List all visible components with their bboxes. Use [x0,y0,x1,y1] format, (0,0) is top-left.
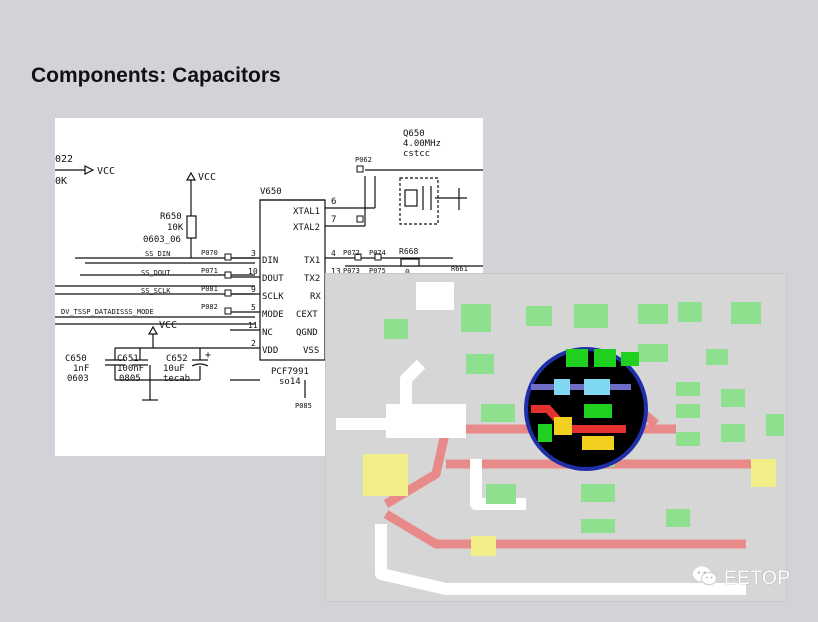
net-ss-din: SS_DIN [145,250,170,258]
pin-num-dout: 10 [248,267,258,276]
pin6: 6 [331,197,336,207]
tp-p072: P072 [343,249,360,257]
c650-ref: C650 [65,354,87,364]
vcc-label-1: VCC [97,166,115,177]
c652-val: 10uF [163,364,185,374]
r668-val: 0 [405,268,410,277]
c650-pkg: 0603 [67,374,89,384]
polarity-plus: + [205,350,211,361]
ic-pin-qgnd: QGND [296,328,318,338]
ic-pin-rx: RX [310,292,321,302]
top-left-val: 0K [55,176,67,187]
c650-val: 1nF [73,364,89,374]
r650-pkg: 0603_06 [143,235,181,245]
pin4: 4 [331,249,336,258]
ic-pin-vdd: VDD [262,346,278,356]
tp-p082: P082 [201,303,218,311]
pin-num-nc: 11 [248,321,258,330]
tp-p073: P073 [343,267,360,275]
ic-pin-mode: MODE [262,310,284,320]
tp-p085: P085 [295,402,312,410]
pin13: 13 [331,267,341,276]
c651-val: 100nF [117,364,144,374]
crystal-pkg: cstcc [403,149,430,159]
vcc-label-3: VCC [159,320,177,331]
tp-p071: P071 [201,267,218,275]
net-ss-sclk: SS_SCLK [141,287,171,295]
c652-ref: C652 [166,354,188,364]
pin-num-mode: 5 [251,303,256,312]
xtal2-label: XTAL2 [293,223,320,233]
tp-p081: P081 [201,285,218,293]
top-left-ref: 022 [55,154,73,165]
c651-pkg: 0805 [119,374,141,384]
vcc-label-2: VCC [198,172,216,183]
pin-num-vdd: 2 [251,339,256,348]
c652-pkg: tecab [163,374,190,384]
r668-ref: R668 [399,247,418,256]
pin-num-din: 3 [251,249,256,258]
ic-part: PCF7991 [271,367,309,377]
pcb-zoom-highlight [524,347,648,471]
ic-pin-cext: CEXT [296,310,318,320]
crystal-freq: 4.00MHz [403,139,441,149]
net-ss-dout: SS_DOUT [141,269,171,277]
ic-ref: V650 [260,187,282,197]
pcb-layout [326,274,786,601]
ic-pin-nc: NC [262,328,273,338]
ic-pin-din: DIN [262,256,278,266]
c651-ref: C651 [117,354,139,364]
tp-p074: P074 [369,249,386,257]
pin-num-sclk: 9 [251,285,256,294]
ic-pin-sclk: SCLK [262,292,284,302]
xtal1-label: XTAL1 [293,207,320,217]
r650-ref: R650 [160,212,182,222]
ic-pin-dout: DOUT [262,274,284,284]
r661-label: R661 [451,265,468,273]
ic-pin-tx2: TX2 [304,274,320,284]
ic-pin-tx1: TX1 [304,256,320,266]
tp-p075: P075 [369,267,386,275]
pin7: 7 [331,215,336,225]
crystal-ref: Q650 [403,129,425,139]
net-mode: DV_TSSP_DATADISSS_MODE [61,308,154,316]
r650-val: 10K [167,223,184,233]
watermark-text: EETOP [724,567,791,589]
ic-pin-vss: VSS [303,346,319,356]
watermark: EETOP [692,565,791,592]
wechat-icon [692,565,718,592]
slide-title: Components: Capacitors [31,64,281,87]
tp-p062: P062 [355,156,372,164]
ic-pkg: so14 [279,377,301,387]
tp-p070: P070 [201,249,218,257]
